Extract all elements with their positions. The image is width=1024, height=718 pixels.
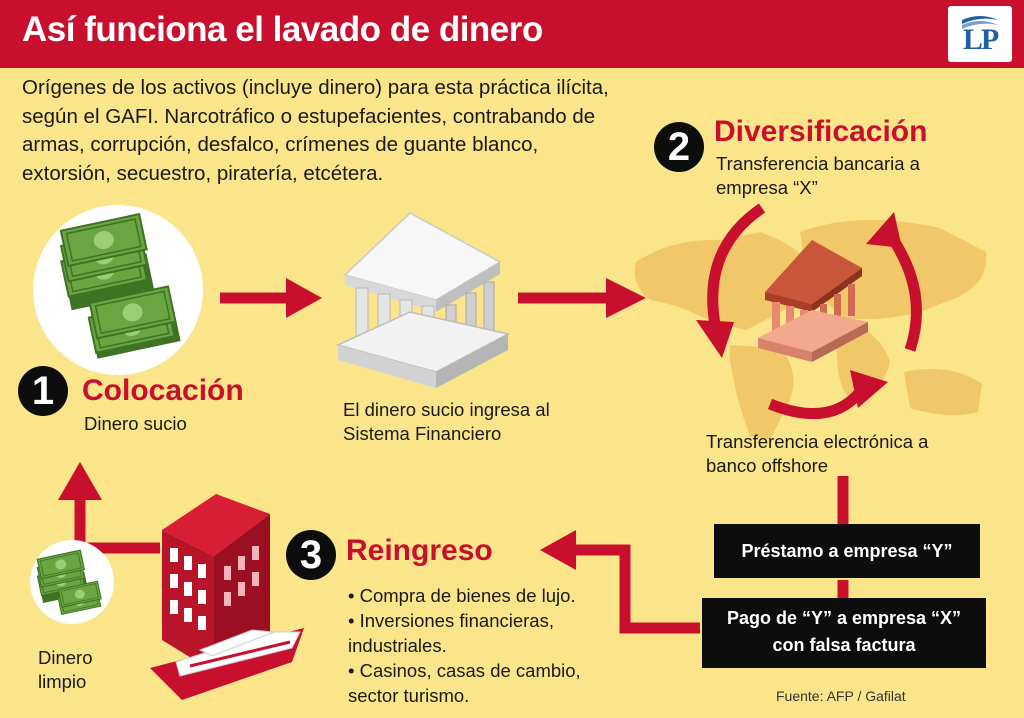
arrow-heads xyxy=(58,212,902,570)
loan-box: Préstamo a empresa “Y” xyxy=(714,524,980,578)
step-1-number: 1 xyxy=(18,366,68,416)
step-2-subtitle: Transferencia bancaria a empresa “X” xyxy=(716,153,920,198)
source-note: Fuente: AFP / Gafilat xyxy=(776,688,906,704)
cycle-arrow-left xyxy=(707,203,766,332)
clean-money-icon xyxy=(30,540,114,624)
yacht-icon xyxy=(150,628,304,700)
step-1-subtitle: Dinero sucio xyxy=(84,413,187,434)
logo-flag-icon xyxy=(962,16,998,29)
logo-text: LP xyxy=(962,23,999,56)
payment-box-line-1: Pago de “Y” a empresa “X” xyxy=(726,608,962,628)
arrow-to-reingreso xyxy=(572,544,700,634)
world-map xyxy=(634,219,987,440)
offshore-label: Transferencia electrónica a banco offsho… xyxy=(706,431,929,476)
reingreso-list: • Compra de bienes de lujo. • Inversione… xyxy=(348,583,608,708)
step-2-number: 2 xyxy=(654,122,704,172)
money-stack-icon xyxy=(33,205,203,375)
step-1-title: Colocación xyxy=(82,374,244,407)
intro-text: Orígenes de los activos (incluye dinero)… xyxy=(22,76,609,185)
loan-box-text: Préstamo a empresa “Y” xyxy=(741,541,953,561)
list-item: • Inversiones financieras, industriales. xyxy=(348,610,554,656)
step-2-title: Diversificación xyxy=(714,115,928,148)
step-3-title: Reingreso xyxy=(346,534,493,567)
financial-system-label: El dinero sucio ingresa al Sistema Finan… xyxy=(343,399,550,444)
step-3-number: 3 xyxy=(286,530,336,580)
bank-building-icon xyxy=(335,212,511,388)
arrow-to-colocacion xyxy=(74,500,160,554)
payment-box-line-2: con falsa factura xyxy=(772,635,916,655)
header-bar: Así funciona el lavado de dinero LP xyxy=(0,0,1024,68)
list-item: • Compra de bienes de lujo. xyxy=(348,585,576,606)
cycle-arrow-bottom xyxy=(767,388,865,420)
page-title: Así funciona el lavado de dinero xyxy=(22,10,543,49)
payment-box: Pago de “Y” a empresa “X” con falsa fact… xyxy=(702,598,986,668)
offshore-bank-icon xyxy=(758,240,868,362)
list-item: • Casinos, casas de cambio, sector turis… xyxy=(348,660,581,706)
lp-logo: LP xyxy=(948,6,1012,62)
clean-money-label: Dinero limpio xyxy=(38,647,93,692)
